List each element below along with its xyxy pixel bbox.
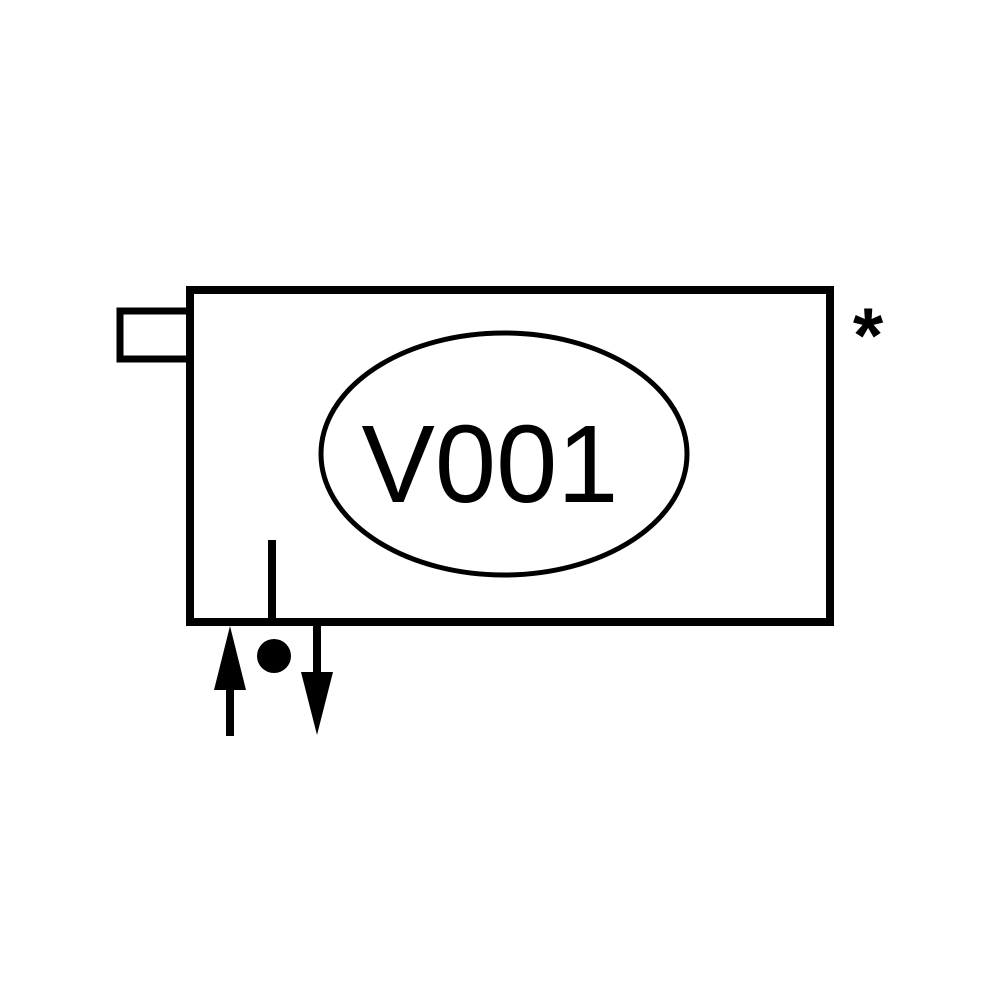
valve-stub-icon bbox=[116, 307, 194, 363]
radiator-code: V001 bbox=[362, 403, 619, 526]
sensor-dot-icon bbox=[257, 639, 291, 673]
supply-arrow-up-icon bbox=[214, 626, 246, 736]
radiator-body bbox=[186, 286, 834, 626]
return-arrow-down-icon bbox=[301, 622, 333, 735]
asterisk-marker: * bbox=[853, 291, 884, 379]
code-ellipse bbox=[318, 330, 690, 578]
